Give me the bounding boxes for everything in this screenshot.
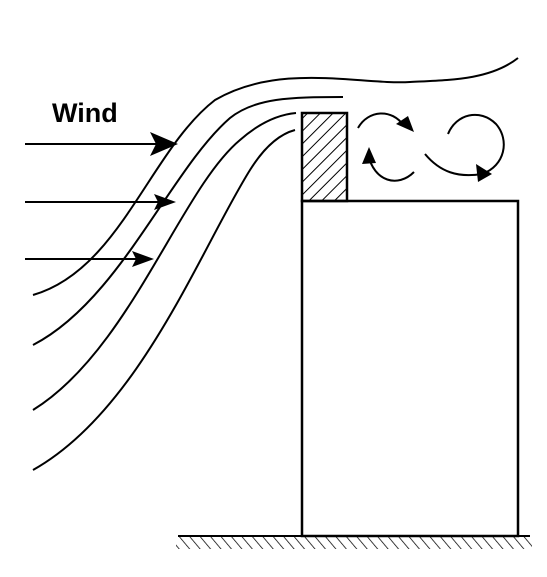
rooftop-structure: [300, 111, 349, 203]
ground-hatching: [176, 537, 532, 549]
eddy-upper-arc: [357, 112, 405, 129]
eddy-lower-arc: [367, 153, 415, 182]
wind-arrowhead-2: [154, 194, 176, 210]
eddy-arrowhead-1: [396, 116, 414, 132]
eddy-right-loop: [424, 114, 505, 177]
wind-label: Wind: [52, 98, 118, 128]
streamline-3: [32, 112, 297, 411]
streamline-2: [32, 96, 344, 346]
turbulence-eddies: [357, 112, 505, 182]
building: [300, 199, 520, 538]
ground: [176, 535, 532, 549]
eddy-arrowhead-3: [476, 164, 492, 182]
wind-arrows: [25, 132, 178, 267]
wind-arrowhead-1: [150, 132, 178, 156]
wind-arrowhead-3: [132, 251, 154, 267]
eddy-arrowhead-2: [362, 147, 376, 164]
streamline-4: [32, 129, 296, 471]
streamline-1: [32, 57, 519, 296]
streamlines: [32, 57, 519, 471]
